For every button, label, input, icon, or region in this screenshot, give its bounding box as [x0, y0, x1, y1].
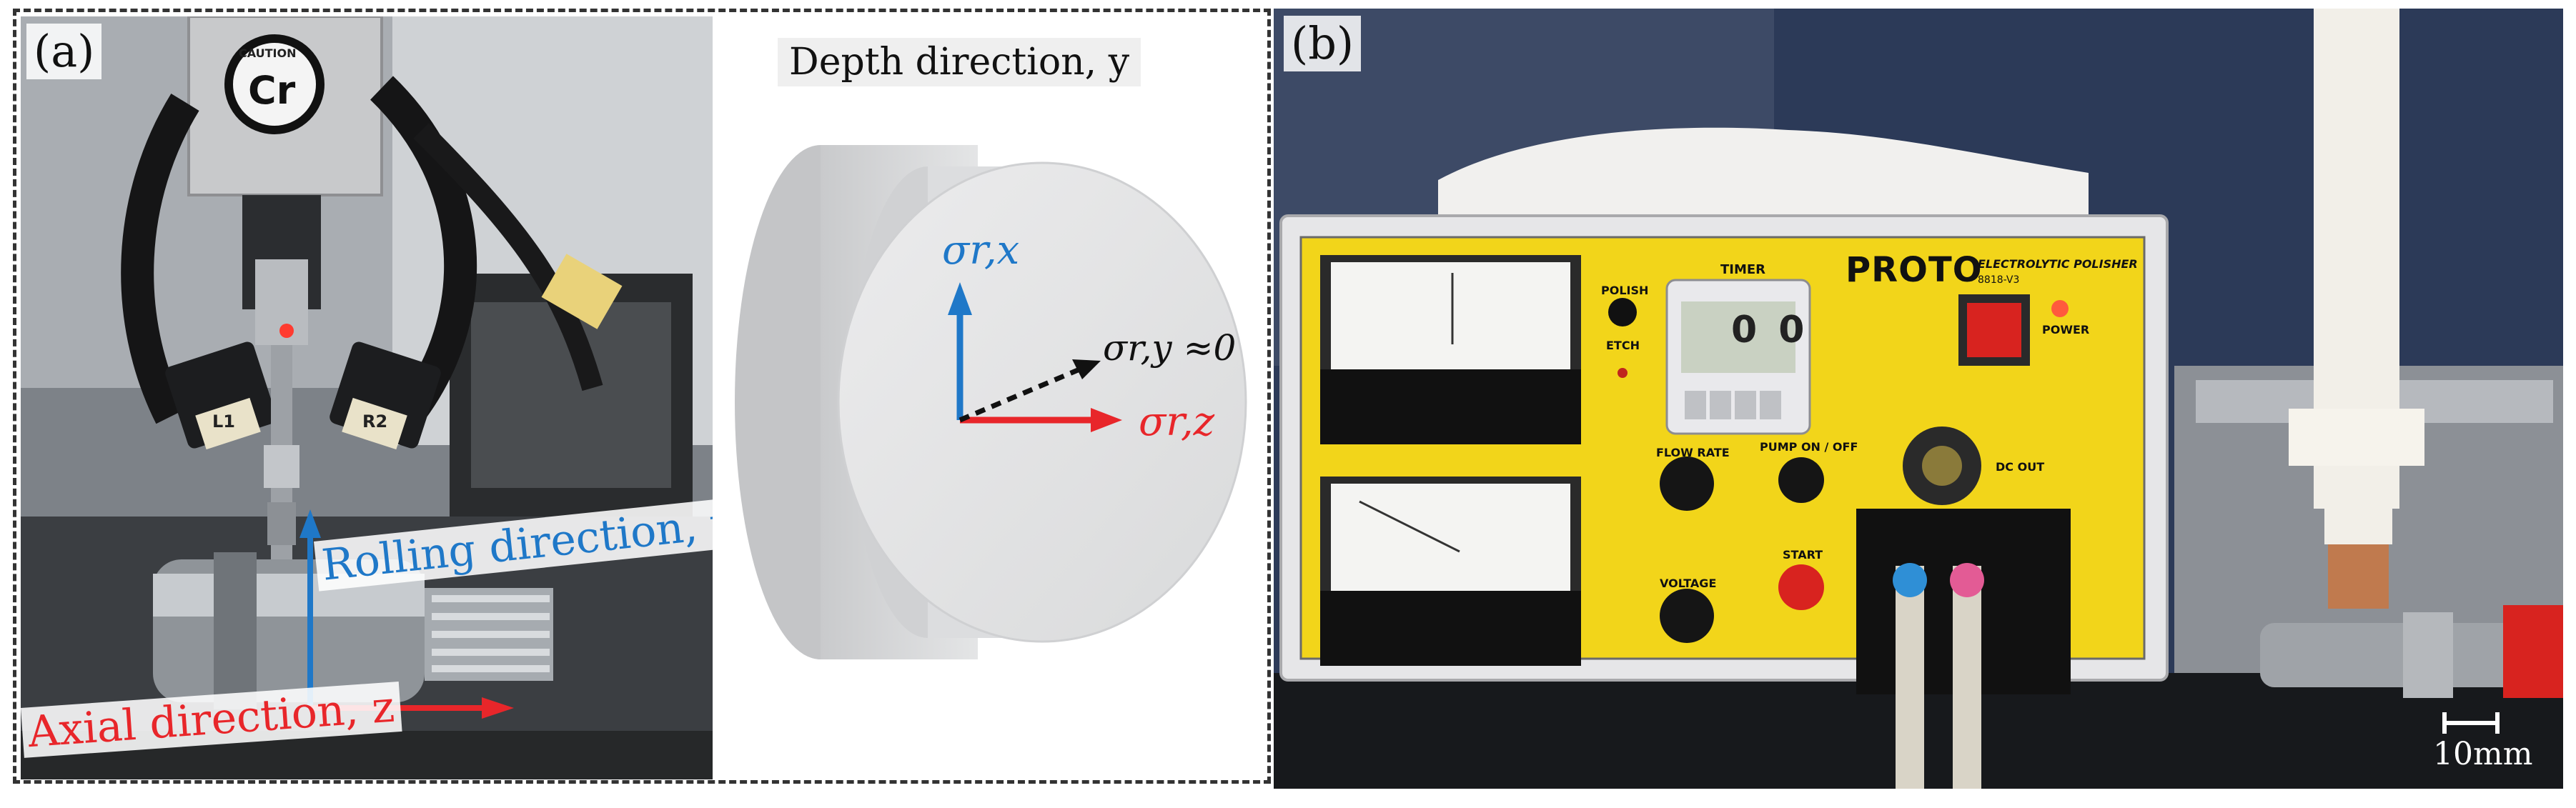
- stress-schematic: Depth direction, y σr,x σr,y ≈0 σr,z: [720, 16, 1265, 779]
- brand-label: PROTO: [1846, 250, 1983, 290]
- pump-label: PUMP ON / OFF: [1760, 440, 1858, 454]
- panel-a-label: (a): [26, 24, 102, 79]
- device-subtitle: ELECTROLYTIC POLISHER: [1978, 257, 2138, 271]
- panel-a: (a) CAUTION Cr L1 R2 Rolling direction, …: [13, 9, 1271, 784]
- sigma-ry-label: σr,y ≈0: [1103, 327, 1237, 369]
- diffractometer-photo: (a) CAUTION Cr L1 R2 Rolling direction, …: [21, 16, 713, 779]
- timer-display: 0 0: [1731, 309, 1809, 351]
- electropolisher-photo: (b) PROTO ELECTROLYTIC POLISHER 8818-V3 …: [1274, 9, 2563, 789]
- diffractometer-illustration: [21, 16, 713, 779]
- cylinder-schematic: [735, 145, 1247, 659]
- sigma-rx-label: σr,x: [942, 227, 1020, 274]
- device-model: 8818-V3: [1978, 274, 2020, 286]
- dc-out-label: DC OUT: [1996, 460, 2045, 474]
- sigma-rz-label: σr,z: [1139, 399, 1215, 445]
- timer-label: TIMER: [1720, 262, 1766, 277]
- depth-direction-text: Depth direction, y: [789, 41, 1130, 84]
- panel-b-label: (b): [1284, 16, 1362, 71]
- voltage-label: VOLTAGE: [1660, 577, 1717, 590]
- start-label: START: [1783, 548, 1823, 562]
- detector-left-label: L1: [212, 412, 235, 432]
- caution-text: CAUTION: [239, 46, 297, 60]
- detector-right-label: R2: [362, 412, 388, 432]
- element-label: Cr: [248, 68, 296, 113]
- polish-label: POLISH: [1601, 284, 1649, 297]
- etch-label: ETCH: [1606, 339, 1640, 352]
- scale-bar-label: 10mm: [2433, 736, 2533, 772]
- electropolisher-illustration: [1274, 9, 2563, 789]
- depth-direction-label: Depth direction, y: [778, 38, 1141, 86]
- power-label: POWER: [2042, 323, 2090, 336]
- flow-rate-label: FLOW RATE: [1656, 446, 1730, 459]
